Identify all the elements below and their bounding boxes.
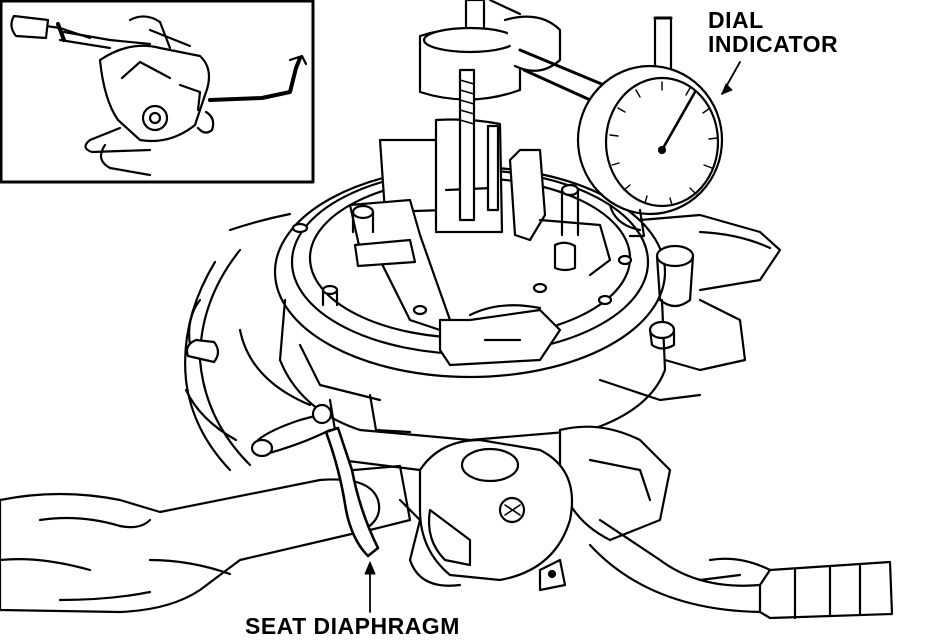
dial-stand	[418, 0, 642, 222]
technician-hand	[0, 426, 412, 614]
dial-indicator	[576, 16, 741, 238]
dial-indicator-label: DIAL INDICATOR	[708, 8, 838, 56]
seat-diaphragm	[324, 426, 380, 558]
inset-detail	[0, 0, 315, 184]
dial-indicator-label-line1: DIAL	[708, 7, 764, 33]
lower-assembly	[558, 425, 894, 620]
carburetor-body	[238, 118, 782, 472]
outer-housing	[184, 212, 292, 472]
dial-indicator-label-line2: INDICATOR	[708, 31, 839, 58]
throttle-position-sensor	[398, 438, 574, 592]
seat-diaphragm-label: SEAT DIAPHRAGM	[245, 613, 460, 639]
dial-ticks	[609, 81, 718, 206]
